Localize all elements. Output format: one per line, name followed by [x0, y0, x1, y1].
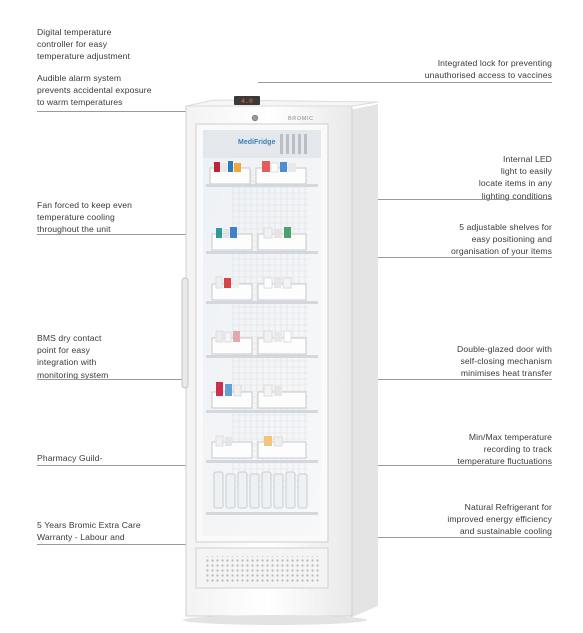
- callout-pharmacy-guild: Pharmacy Guild-: [37, 453, 103, 463]
- callout-audible-alarm: Audible alarm system prevents accidental…: [37, 73, 152, 108]
- temperature-display-value: 4.0: [241, 97, 253, 105]
- leader-line-pharmacy: [37, 465, 197, 466]
- leader-line-minmax: [348, 465, 552, 466]
- leader-line-led: [318, 199, 552, 200]
- callout-natural-refrigerant: Natural Refrigerant for improved energy …: [447, 502, 552, 537]
- callout-temperature-controller: Digital temperature controller for easy …: [37, 27, 130, 62]
- door-handle: [181, 277, 189, 389]
- fan-vent-grille: [280, 134, 307, 154]
- leader-line-fan: [37, 234, 197, 235]
- leader-line-warranty: [37, 544, 197, 545]
- leader-line-shelves: [318, 257, 552, 258]
- fan-housing: [203, 130, 321, 158]
- brand-logo-top: BROMIC: [288, 116, 314, 122]
- callout-warranty: 5 Years Bromic Extra Care Warranty - Lab…: [37, 520, 141, 543]
- cabinet-side: [350, 104, 378, 618]
- callout-internal-led: Internal LED light to easily locate item…: [478, 154, 552, 201]
- callout-integrated-lock: Integrated lock for preventing unauthori…: [424, 58, 552, 81]
- shelf-2: [206, 227, 318, 254]
- shelf-3: [206, 276, 318, 304]
- callout-fan-forced: Fan forced to keep even temperature cool…: [37, 200, 132, 235]
- ventilation-grille: [204, 556, 320, 582]
- leader-line-door: [318, 379, 552, 380]
- leader-line-refrigerant: [348, 537, 552, 538]
- callout-double-glazed-door: Double-glazed door with self-closing mec…: [457, 344, 552, 379]
- bottom-bottles: [206, 471, 318, 515]
- callout-bms-contact: BMS dry contact point for easy integrati…: [37, 333, 109, 380]
- cabinet-top: [185, 99, 379, 107]
- lock-icon: [251, 114, 259, 122]
- shelf-5: [206, 382, 318, 413]
- leader-line-bms: [37, 379, 197, 380]
- temperature-display: [234, 96, 260, 105]
- shelf-1: [206, 161, 318, 187]
- leader-line-lock: [258, 82, 552, 83]
- callout-adjustable-shelves: 5 adjustable shelves for easy positionin…: [451, 222, 552, 257]
- callout-min-max-recording: Min/Max temperature recording to track t…: [457, 432, 552, 467]
- shelf-6: [206, 435, 318, 463]
- medical-fridge-illustration: 4.0 BROMIC MediFridge: [181, 96, 379, 625]
- leader-line-alarm: [37, 111, 241, 112]
- floor-shadow: [183, 615, 367, 625]
- shelf-4: [206, 330, 318, 358]
- brand-logo-door: MediFridge: [238, 139, 275, 146]
